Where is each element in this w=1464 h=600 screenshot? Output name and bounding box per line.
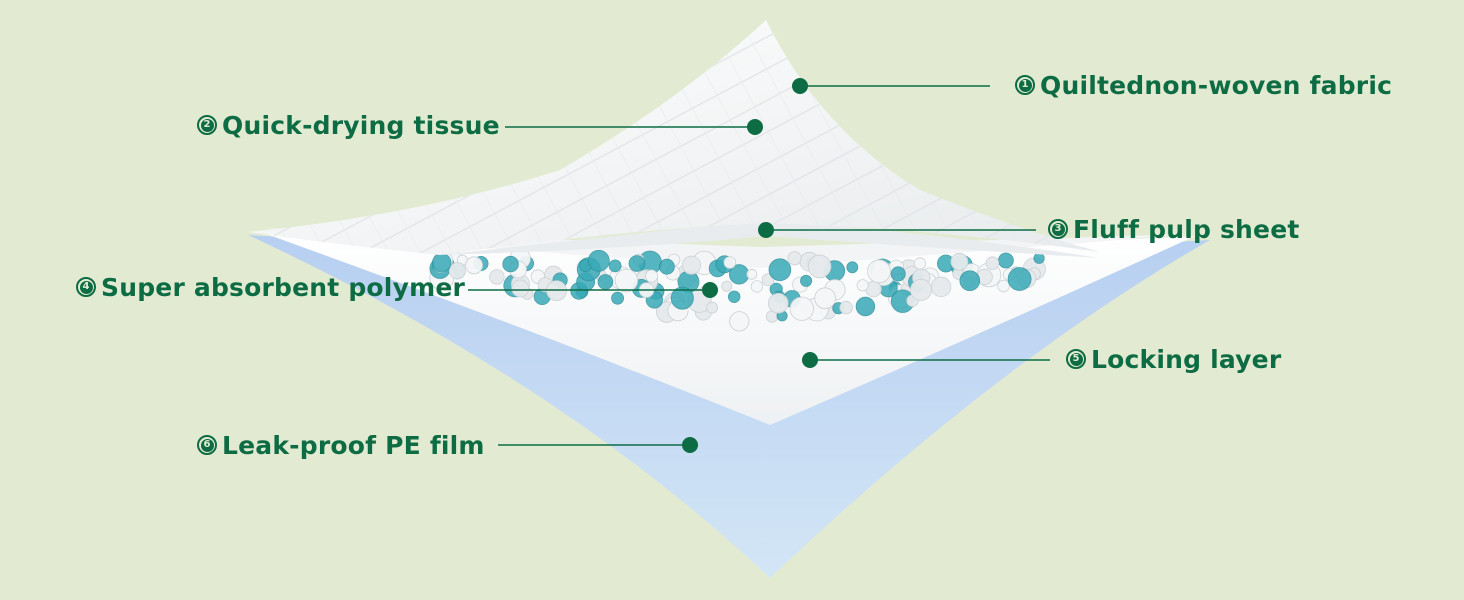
- dot-film: [682, 437, 698, 453]
- polymer-bead: [814, 287, 836, 310]
- polymer-bead: [890, 266, 906, 282]
- polymer-bead: [839, 300, 853, 315]
- polymer-bead: [750, 280, 764, 293]
- label-text: Leak-proof PE film: [222, 430, 485, 460]
- dot-locking: [802, 352, 818, 368]
- polymer-bead: [846, 261, 859, 274]
- polymer-beads: [429, 247, 1046, 332]
- polymer-bead: [768, 258, 792, 282]
- polymer-bead: [997, 279, 1010, 293]
- polymer-bead: [1033, 252, 1045, 264]
- number-badge-2: 2: [197, 115, 217, 135]
- polymer-bead: [728, 290, 741, 304]
- polymer-bead: [502, 255, 519, 273]
- label-text: Quick-drying tissue: [222, 110, 500, 140]
- polymer-bead: [721, 280, 733, 292]
- polymer-bead: [597, 274, 614, 290]
- label-text: Super absorbent polymer: [101, 272, 466, 302]
- label-quick-drying-tissue: 2 Quick-drying tissue: [197, 107, 500, 143]
- polymer-bead: [807, 254, 832, 279]
- number-badge-6: 6: [197, 435, 217, 455]
- polymer-bead: [682, 255, 702, 275]
- dot-quilted: [792, 78, 808, 94]
- polymer-bead: [985, 256, 1000, 270]
- polymer-bead: [767, 292, 789, 314]
- polymer-bead: [856, 279, 869, 292]
- number-badge-1: 1: [1015, 75, 1035, 95]
- polymer-bead: [867, 259, 891, 284]
- label-locking-layer: 5 Locking layer: [1066, 341, 1281, 377]
- label-text: Quiltednon-woven fabric: [1040, 70, 1393, 100]
- dot-fluff: [758, 222, 774, 238]
- number-badge-5: 5: [1066, 349, 1086, 369]
- label-quilted-nonwoven-fabric: 1 Quiltednon-woven fabric: [1015, 67, 1392, 103]
- polymer-bead: [587, 249, 610, 272]
- polymer-bead: [998, 252, 1014, 269]
- polymer-bead: [645, 269, 659, 283]
- polymer-bead: [723, 256, 737, 269]
- polymer-bead: [670, 286, 694, 310]
- label-fluff-pulp-sheet: 3 Fluff pulp sheet: [1048, 211, 1300, 247]
- polymer-bead: [448, 262, 466, 280]
- polymer-bead: [930, 276, 952, 298]
- polymer-bead: [628, 255, 646, 272]
- label-text: Locking layer: [1091, 344, 1282, 374]
- polymer-bead: [789, 296, 814, 321]
- polymer-bead: [511, 279, 530, 298]
- label-super-absorbent-polymer: 4 Super absorbent polymer: [76, 269, 465, 305]
- polymer-bead: [489, 269, 505, 285]
- polymer-bead: [800, 274, 813, 287]
- polymer-bead: [959, 270, 981, 292]
- polymer-bead: [614, 268, 639, 293]
- polymer-bead: [608, 259, 622, 273]
- leader-lines: [468, 85, 1050, 446]
- polymer-bead: [659, 258, 675, 275]
- polymer-bead: [746, 268, 758, 280]
- number-badge-3: 3: [1048, 219, 1068, 239]
- label-text: Fluff pulp sheet: [1073, 214, 1300, 244]
- polymer-bead: [913, 257, 927, 270]
- polymer-bead: [910, 278, 933, 301]
- number-badge-4: 4: [76, 277, 96, 297]
- polymer-bead: [611, 291, 624, 305]
- dot-polymer: [702, 282, 718, 298]
- polymer-bead: [465, 256, 484, 275]
- polymer-bead: [950, 252, 969, 271]
- polymer-bead: [1007, 267, 1032, 291]
- dot-tissue: [747, 119, 763, 135]
- polymer-bead: [706, 301, 718, 314]
- label-leak-proof-pe-film: 6 Leak-proof PE film: [197, 427, 485, 463]
- polymer-bead: [855, 296, 876, 317]
- anchor-dots: [682, 78, 818, 453]
- polymer-bead: [787, 251, 802, 266]
- polymer-bead: [729, 311, 750, 332]
